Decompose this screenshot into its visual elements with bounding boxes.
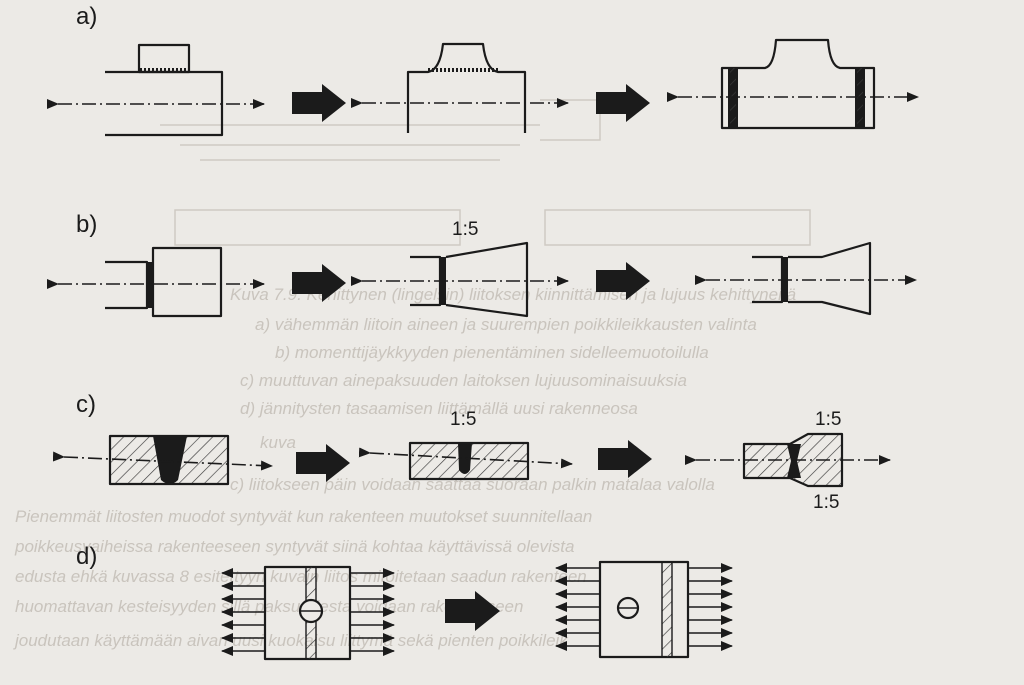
bleed-line-7: c) liitokseen päin voidaan saattaa suora…: [230, 475, 715, 494]
bleed-through-drawing: [160, 99, 811, 246]
step-arrow-c2: [598, 440, 652, 478]
panel-c-ratio-label: 1:5: [450, 409, 476, 430]
panel-c-ratio-label-top: 1:5: [815, 409, 841, 430]
step-arrow-d1: [445, 591, 500, 631]
step-arrow-a2: [596, 84, 650, 122]
panel-d-step-2: [555, 560, 733, 659]
bleed-line-5: d) jännitysten tasaamisen liittämällä uu…: [240, 399, 638, 418]
panel-c-step-2: 1:5: [358, 409, 573, 481]
panel-b-label: b): [76, 211, 97, 238]
panel-d-step-2-load-arrows: [555, 563, 733, 651]
panel-a-step-2: [351, 42, 569, 133]
panel-a: a): [47, 3, 919, 137]
panel-a-label: a): [76, 3, 97, 30]
bleed-line-6: kuva: [260, 433, 296, 452]
panel-b: b) 1:5: [47, 211, 917, 318]
panel-d: d): [76, 543, 733, 661]
panel-a-step-3: [667, 38, 919, 130]
step-arrow-b1: [292, 264, 346, 302]
bleed-line-11: huomattavan kesteisyyden sillä paksuudes…: [15, 597, 523, 616]
step-arrow-c1: [296, 444, 350, 482]
step-arrow-a1: [292, 84, 346, 122]
bleed-line-1: Kuva 7.9. Kehittynen (lingelsin) liitoks…: [230, 285, 796, 304]
panel-a-step-1: [47, 43, 265, 137]
bleed-line-9: poikkeusvaiheissa rakenteeseen syntyvät …: [14, 537, 574, 556]
bleed-line-10: edusta ehkä kuvassa 8 esitettyyn kuvain …: [15, 567, 587, 586]
panel-d-step-1-load-arrows: [221, 568, 395, 656]
panel-c-ratio-label-bottom: 1:5: [813, 492, 839, 513]
panel-c: c) 1:5 1:5 1:5: [52, 391, 891, 513]
panel-d-step-1: [221, 565, 395, 661]
bleed-line-3: b) momenttijäykkyyden pienentäminen side…: [275, 343, 709, 362]
bleed-through-text: Kuva 7.9. Kehittynen (lingelsin) liitoks…: [13, 99, 811, 650]
bleed-line-2: a) vähemmän liitoin aineen ja suurempien…: [255, 315, 757, 334]
panel-b-step-3: [695, 241, 917, 316]
panel-b-ratio-label: 1:5: [452, 219, 478, 240]
panel-c-step-1: [52, 434, 273, 486]
panel-d-label: d): [76, 543, 97, 570]
panel-c-step-3: 1:5 1:5: [685, 409, 891, 513]
panel-c-label: c): [76, 391, 96, 418]
step-arrow-b2: [596, 262, 650, 300]
bleed-line-12: joudutaan käyttämään aivan uusi kuokaisu…: [13, 631, 569, 650]
bleed-line-8: Pienemmät liitosten muodot syntyvät kun …: [15, 507, 592, 526]
bleed-line-4: c) muuttuvan ainepaksuuden laitoksen luj…: [240, 371, 687, 390]
panel-b-step-1: [47, 246, 265, 318]
panel-b-step-2: 1:5: [351, 219, 569, 318]
